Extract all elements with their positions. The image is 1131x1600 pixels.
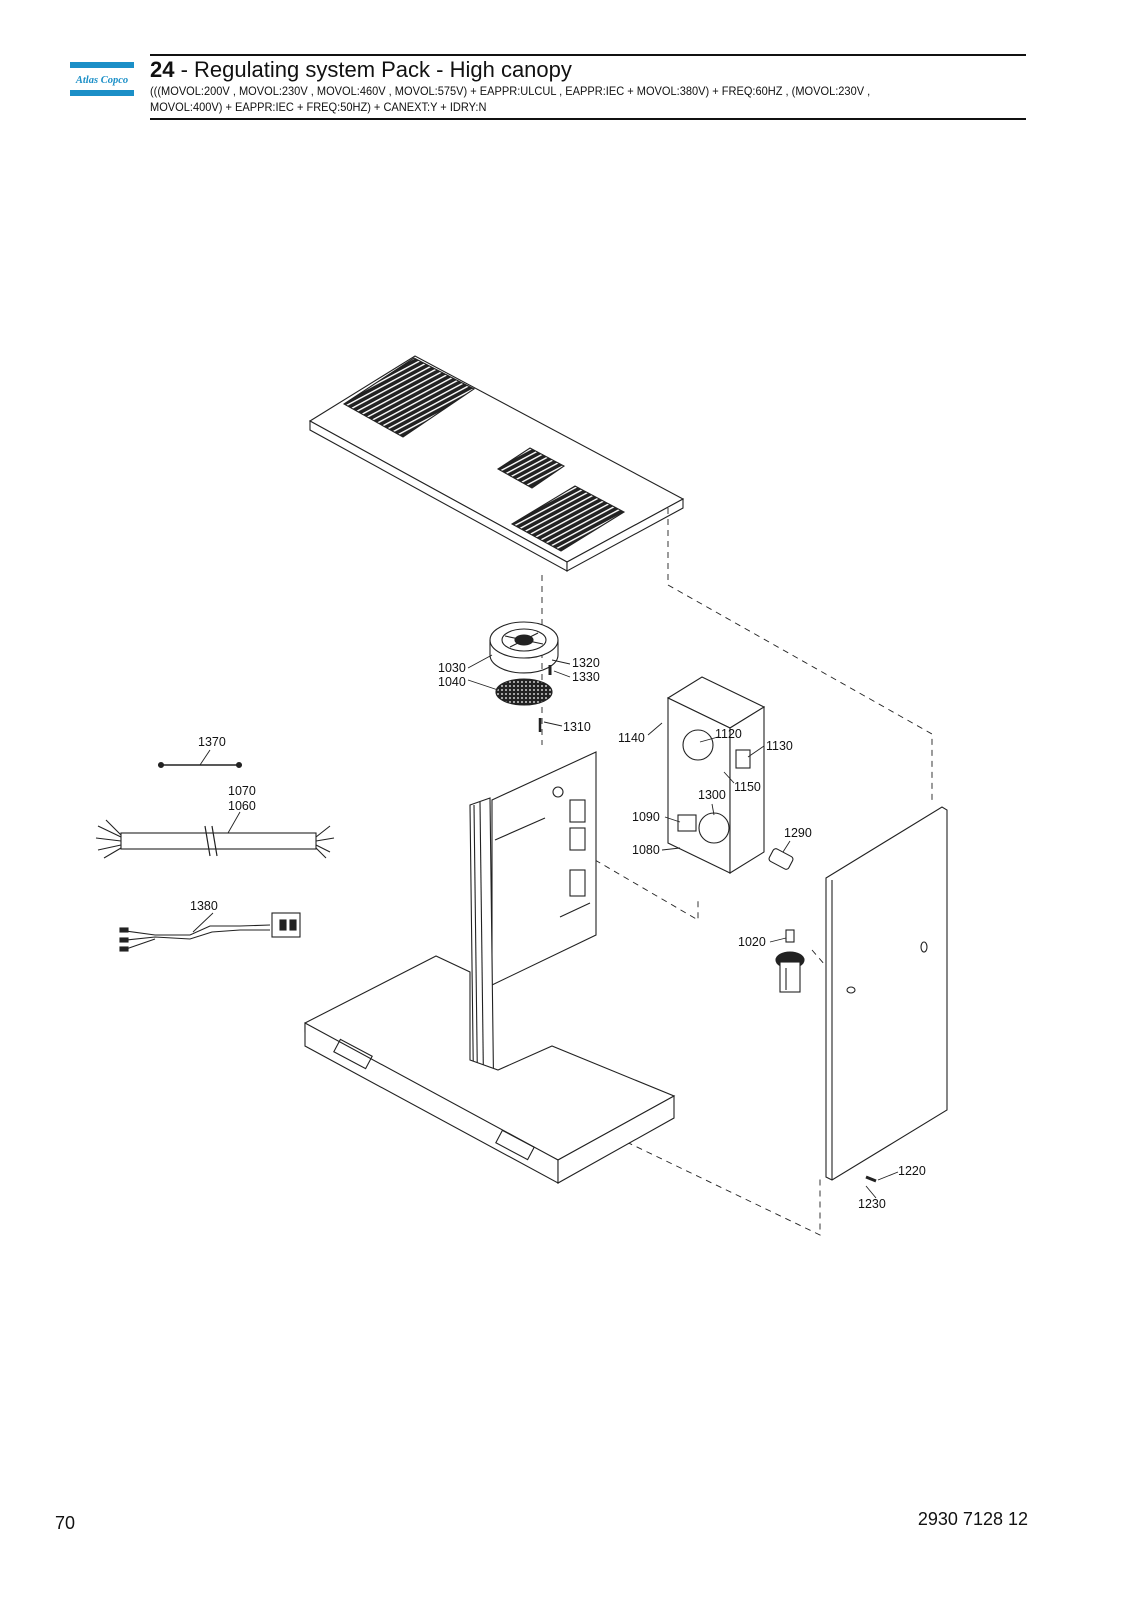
roof-grille-rear <box>510 485 626 552</box>
page-title: 24 - Regulating system Pack - High canop… <box>150 57 1026 83</box>
callout-1290: 1290 <box>784 826 812 840</box>
callout-1080: 1080 <box>632 843 660 857</box>
callout-1020: 1020 <box>738 935 766 949</box>
side-door-panel <box>825 806 948 1181</box>
callout-1150: 1150 <box>734 780 761 794</box>
callout-1380: 1380 <box>190 899 218 913</box>
page-number: 70 <box>55 1513 76 1533</box>
atlas-copco-logo: Atlas Copco <box>70 62 134 96</box>
callout-1040: 1040 <box>438 675 466 689</box>
callout-1120: 1120 <box>715 727 742 741</box>
callout-1090: 1090 <box>632 810 660 824</box>
callout-1320: 1320 <box>572 656 600 670</box>
callout-leaders <box>192 654 899 1199</box>
logo-wordmark: Atlas Copco <box>75 75 128 86</box>
title-separator: - <box>174 57 195 82</box>
callout-1230: 1230 <box>858 1197 886 1211</box>
page-header: 24 - Regulating system Pack - High canop… <box>150 54 1026 120</box>
silencer <box>768 848 794 870</box>
callout-1330: 1330 <box>572 670 600 684</box>
callout-1070: 1070 <box>228 784 256 798</box>
cooling-fan <box>489 621 559 674</box>
cabinet-component-1120 <box>682 729 714 761</box>
variant-conditions-line-1: (((MOVOL:200V , MOVOL:230V , MOVOL:460V … <box>150 84 871 98</box>
wiring-harness <box>95 819 335 859</box>
callout-1030: 1030 <box>438 661 466 675</box>
callout-1140: 1140 <box>618 731 645 745</box>
roof-grille-small <box>496 447 566 489</box>
base-frame <box>304 955 676 1184</box>
cable-1380 <box>119 912 301 952</box>
variant-conditions: (((MOVOL:200V , MOVOL:230V , MOVOL:460V … <box>150 83 1024 115</box>
variant-conditions-line-2: MOVOL:400V) + EAPPR:IEC + FREQ:50HZ) + C… <box>150 100 487 114</box>
cabinet-component-1090 <box>677 814 697 832</box>
header-rule-top <box>150 54 1026 56</box>
section-title: Regulating system Pack - High canopy <box>194 57 572 82</box>
screw-1220 <box>865 1175 877 1183</box>
callout-1220: 1220 <box>898 1164 926 1178</box>
callout-1310: 1310 <box>563 720 591 734</box>
callout-1370: 1370 <box>198 735 226 749</box>
roof-grille-large <box>342 357 476 438</box>
fan-guard <box>495 678 553 706</box>
callout-1060: 1060 <box>228 799 256 813</box>
cabinet-component-1130 <box>735 749 751 769</box>
electrical-cabinet <box>666 676 766 874</box>
roof-panel <box>308 355 685 572</box>
filter <box>775 929 805 993</box>
header-rule-bottom <box>150 118 1026 120</box>
section-number: 24 <box>150 57 175 82</box>
callout-1130: 1130 <box>766 739 793 753</box>
regulating-panel <box>491 751 597 986</box>
document-number: 2930 7128 12 <box>917 1509 1028 1529</box>
callout-1300: 1300 <box>698 788 726 802</box>
